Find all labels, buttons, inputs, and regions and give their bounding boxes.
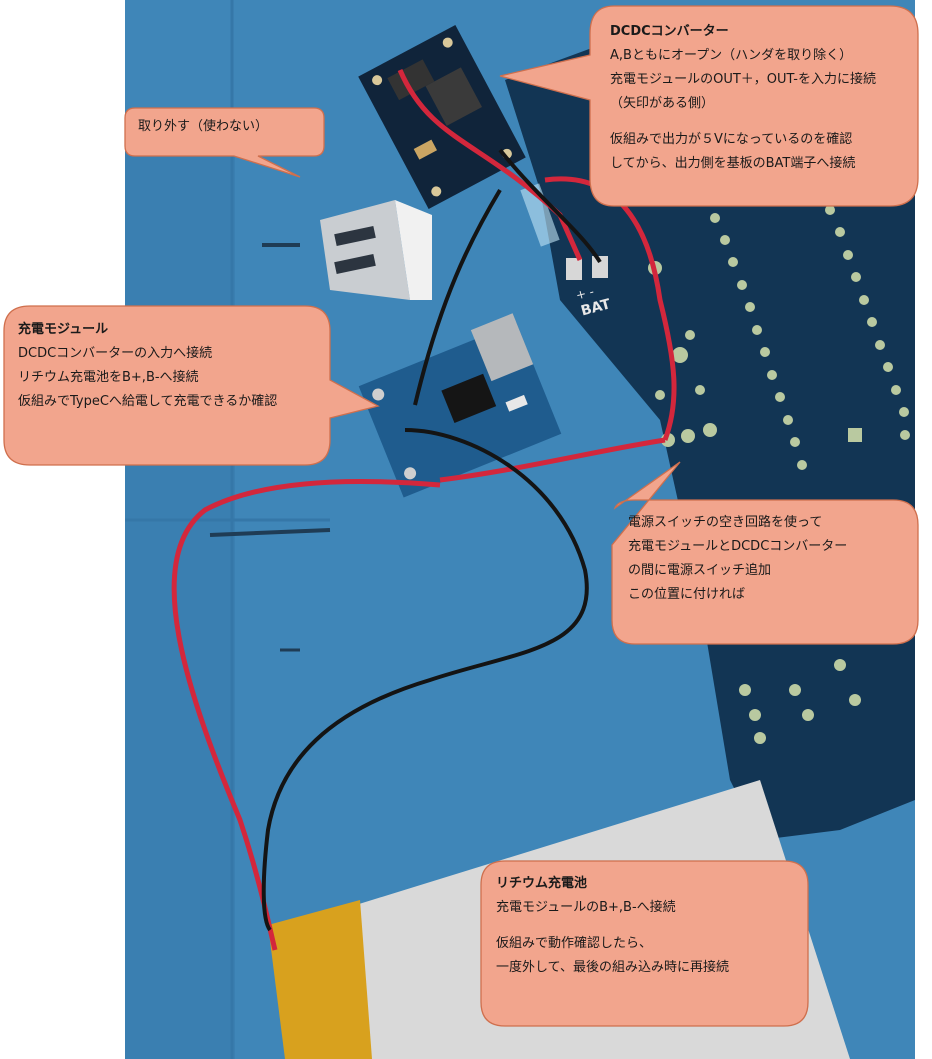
callout-line: 電源スイッチの空き回路を使って <box>628 515 823 530</box>
callout-title: DCDCコンバーター <box>610 24 729 39</box>
callout-line: してから、出力側を基板のBAT端子へ接続 <box>610 156 856 171</box>
pcb-edge <box>520 183 560 247</box>
charging-module <box>358 313 562 498</box>
callout-bubble-dcdc <box>499 5 919 207</box>
red-wire <box>439 437 666 483</box>
callout-line: 充電モジュールとDCDCコンバーター <box>628 539 848 554</box>
callout-text: 取り外す（使わない） <box>138 119 269 134</box>
callout-bubble-switch <box>611 461 919 645</box>
callout-line: A,Bともにオープン（ハンダを取り除く） <box>610 48 853 63</box>
red-wire <box>171 478 441 951</box>
callout-title: リチウム充電池 <box>496 876 588 891</box>
black-wire <box>261 428 589 932</box>
callout-line: の間に電源スイッチ追加 <box>628 563 772 578</box>
mat-mark <box>209 528 331 537</box>
bat-terminal-pad <box>592 256 608 278</box>
callout-line: 充電モジュールのB+,B-へ接続 <box>496 900 676 915</box>
callout-bubble-remove <box>124 107 325 178</box>
callout-line: 充電モジュールのOUT＋，OUT-を入力に接続 <box>610 72 876 87</box>
bat-terminal-label: BAT <box>579 296 613 319</box>
callout-line: 一度外して、最後の組み込み時に再接続 <box>496 960 729 975</box>
callout-line: （矢印がある側） <box>610 96 715 111</box>
bat-polarity-label: + - <box>574 284 595 302</box>
black-wire <box>413 188 502 406</box>
callout-line: 仮組みで動作確認したら、 <box>496 936 653 951</box>
callout-line: 仮組みでTypeCへ給電して充電できるか確認 <box>18 394 278 409</box>
callout-bubble-battery <box>480 860 809 1027</box>
battery-kapton-tape <box>268 900 372 1059</box>
callout-line: DCDCコンバーターの入力へ接続 <box>18 346 213 361</box>
callout-line: 仮組みで出力が５Vになっているのを確認 <box>610 132 853 147</box>
callout-lithium-battery: リチウム充電池 充電モジュールのB+,B-へ接続 仮組みで動作確認したら、 一度… <box>496 872 729 980</box>
bat-terminal-pad <box>566 258 582 280</box>
mat-groove <box>125 130 235 1059</box>
callout-charging-module: 充電モジュール DCDCコンバーターの入力へ接続 リチウム充電池をB+,B-へ接… <box>18 318 277 414</box>
usb-a-connector <box>320 200 432 300</box>
callout-title: 充電モジュール <box>18 322 109 337</box>
black-wire <box>498 148 602 264</box>
pcb-pad-square <box>848 428 862 442</box>
callout-line: この位置に付ければ <box>628 587 746 602</box>
callout-remove-usb: 取り外す（使わない） <box>138 115 268 139</box>
callout-bubble-charger <box>3 305 380 466</box>
callout-power-switch: 電源スイッチの空き回路を使って 充電モジュールとDCDCコンバーター の間に電源… <box>628 511 847 607</box>
callout-dcdc-converter: DCDCコンバーター A,Bともにオープン（ハンダを取り除く） 充電モジュールの… <box>610 20 876 176</box>
callout-line: リチウム充電池をB+,B-へ接続 <box>18 370 199 385</box>
